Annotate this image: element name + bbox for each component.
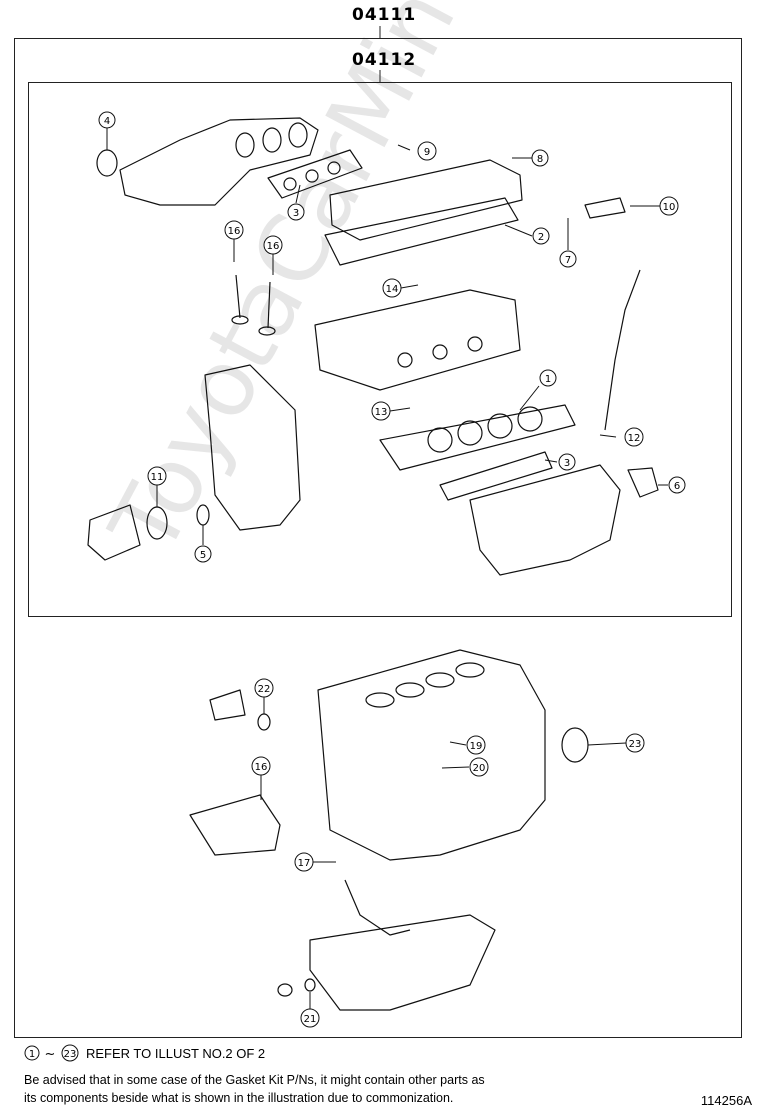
dipstick-tube-drawing (604, 269, 641, 431)
callout-3: 3 (558, 453, 576, 471)
callout-7: 7 (559, 250, 577, 268)
svg-text:3: 3 (564, 458, 570, 469)
timing-cover-drawing (204, 364, 301, 531)
callout-5: 4 (98, 111, 116, 129)
svg-text:23: 23 (629, 739, 642, 750)
svg-text:19: 19 (470, 741, 483, 752)
refer-range-start: 1 (29, 1049, 35, 1060)
head-gasket-drawing (379, 404, 576, 471)
callout-15: 14 (382, 278, 402, 298)
intake-gasket-drawing (439, 451, 553, 501)
svg-text:16: 16 (255, 762, 268, 773)
callout-22: 22 (254, 678, 274, 698)
callout-23: 23 (625, 733, 645, 753)
oil-pan-drawing (309, 914, 496, 1011)
advise-note-line2: its components beside what is shown in t… (24, 1091, 454, 1105)
svg-text:16: 16 (228, 226, 241, 237)
callout-17: 17 (294, 852, 314, 872)
engine-block-drawing (317, 649, 546, 861)
kit-code-inner: 04112 (352, 50, 417, 70)
oil-pump-drawing (189, 794, 281, 856)
svg-text:11: 11 (151, 472, 164, 483)
callout-8: 5 (194, 545, 212, 563)
rear-oil-seal-drawing (561, 727, 589, 763)
svg-text:13: 13 (375, 407, 388, 418)
exhaust-gasket-drawing (267, 149, 363, 199)
callout-16c: 16 (251, 756, 271, 776)
intake-manifold-drawing (469, 464, 621, 576)
callout-leaders (106, 128, 668, 1009)
head-cover-drawing (329, 159, 523, 241)
callout-bubbles: 4 3 9 8 10 7 2 14 16 16 1 13 12 3 6 11 5… (98, 111, 686, 1028)
exhaust-manifold-drawing (119, 117, 319, 206)
refer-note: REFER TO ILLUST NO.2 OF 2 (86, 1046, 266, 1061)
callout-10: 9 (417, 141, 437, 161)
water-pump-drawing (87, 504, 141, 561)
cylinder-head-drawing (314, 289, 521, 391)
illustration-number: 114256A (700, 1093, 752, 1108)
svg-text:2: 2 (538, 232, 544, 243)
svg-text:22: 22 (258, 684, 271, 695)
svg-text:10: 10 (663, 202, 676, 213)
svg-text:21: 21 (304, 1014, 317, 1025)
callout-2: 2 (532, 227, 550, 245)
part-drawings (87, 117, 659, 1011)
callout-16b: 16 (263, 235, 283, 255)
svg-text:4: 4 (104, 116, 110, 127)
callout-9: 8 (531, 149, 549, 167)
callout-1: 1 (539, 369, 557, 387)
sensor-drawing (209, 689, 246, 721)
o-ring-drawing (146, 506, 168, 540)
callout-12: 11 (147, 466, 167, 486)
svg-text:12: 12 (628, 433, 641, 444)
callout-20: 20 (469, 757, 489, 777)
callout-14: 13 (371, 401, 391, 421)
oil-strainer-drawing (344, 879, 411, 936)
kit-code-outer: 04111 (352, 5, 417, 25)
svg-text:6: 6 (674, 481, 680, 492)
svg-text:17: 17 (298, 858, 311, 869)
refer-range-end: 23 (64, 1049, 77, 1060)
callout-4: 3 (287, 203, 305, 221)
refer-range-bubbles: 1 ~ 23 (24, 1044, 79, 1062)
svg-text:5: 5 (200, 550, 206, 561)
callout-21: 21 (300, 1008, 320, 1028)
advise-note-line1: Be advised that in some case of the Gask… (24, 1073, 485, 1087)
gasket-drawing (627, 467, 659, 498)
callout-19: 19 (466, 735, 486, 755)
svg-text:3: 3 (293, 208, 299, 219)
svg-text:1: 1 (545, 374, 551, 385)
svg-text:20: 20 (473, 763, 486, 774)
callout-16a: 16 (224, 220, 244, 240)
injector-drawing (584, 197, 626, 219)
svg-text:16: 16 (267, 241, 280, 252)
refer-tilde: ~ (45, 1047, 56, 1062)
callout-13: 12 (624, 427, 644, 447)
svg-text:7: 7 (565, 255, 571, 266)
svg-text:14: 14 (386, 284, 399, 295)
callout-11: 10 (659, 196, 679, 216)
outer-kit-frame (14, 38, 742, 1038)
svg-text:8: 8 (537, 154, 543, 165)
inner-kit-frame (28, 82, 732, 617)
callout-6: 6 (668, 476, 686, 494)
cover-gasket-drawing (324, 197, 519, 266)
seal-drawing (96, 149, 118, 177)
svg-text:9: 9 (424, 147, 430, 158)
